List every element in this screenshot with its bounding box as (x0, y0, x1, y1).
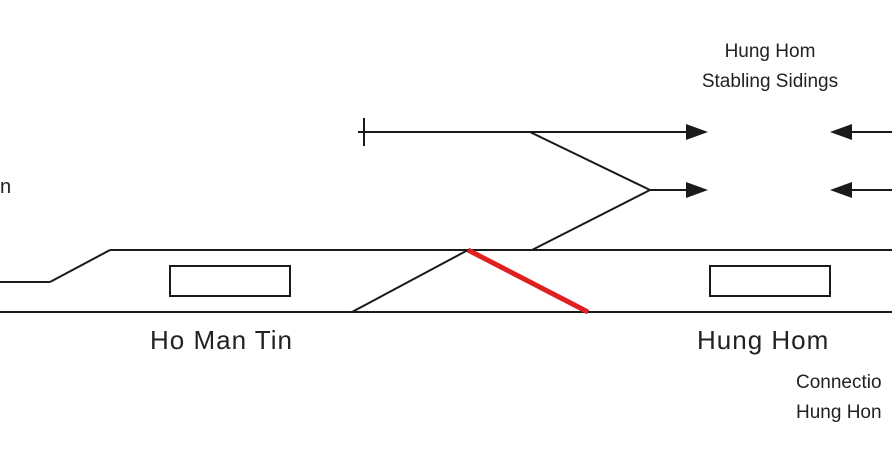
stabling-label-line2: Stabling Sidings (701, 71, 839, 92)
station-label-hung-hom: Hung Hom (697, 325, 830, 355)
siding-crossover-2 (531, 189, 651, 251)
arrow-left-upper (830, 124, 852, 140)
stabling-sidings-label: Hung Hom Stabling Sidings (680, 37, 860, 97)
main-crossover (351, 249, 469, 313)
platform-hung-hom (709, 265, 831, 297)
stabling-label-line1: Hung Hom (724, 41, 816, 62)
connection-label-line1: Connectio (796, 372, 882, 393)
connection-label: Connectio Hung Hon (796, 368, 882, 428)
platform-ho-man-tin (169, 265, 291, 297)
arrow-right-upper (686, 124, 708, 140)
arrow-left-lower (830, 182, 852, 198)
station-label-ho-man-tin: Ho Man Tin (150, 325, 293, 355)
connection-label-line2: Hung Hon (796, 402, 882, 423)
highlighted-crossover (466, 247, 590, 315)
arrow-right-lower (686, 182, 708, 198)
main-upper-ramp (49, 249, 111, 283)
left-edge-partial-label: n (0, 176, 12, 198)
siding-crossover-1 (529, 131, 651, 191)
